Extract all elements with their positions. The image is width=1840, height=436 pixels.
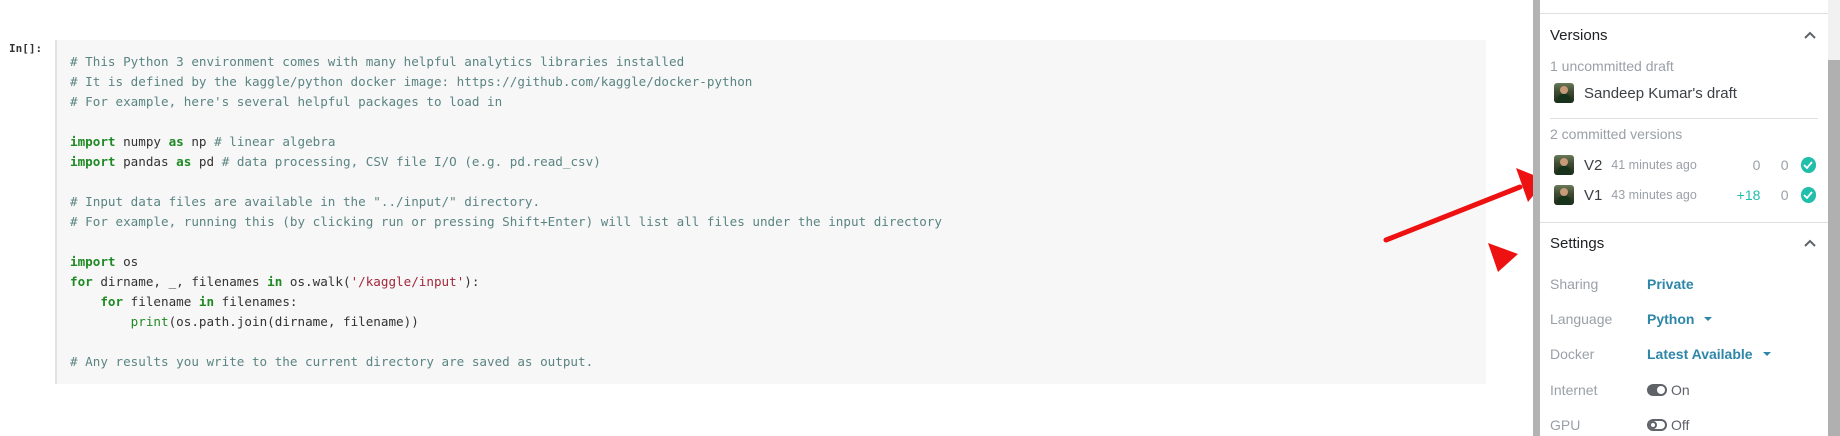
setting-label: Sharing bbox=[1550, 276, 1599, 292]
code-line: # This Python 3 environment comes with m… bbox=[70, 54, 685, 69]
avatar bbox=[1554, 185, 1574, 205]
setting-label: Internet bbox=[1550, 382, 1598, 398]
version-name: V2 bbox=[1584, 156, 1603, 174]
version-lines-added: +18 bbox=[1736, 187, 1761, 203]
settings-header[interactable]: Settings bbox=[1550, 231, 1818, 255]
draft-name: Sandeep Kumar's draft bbox=[1584, 84, 1737, 102]
committed-label: 2 committed versions bbox=[1550, 126, 1683, 142]
draft-item[interactable]: Sandeep Kumar's draft bbox=[1554, 83, 1737, 103]
uncommitted-label: 1 uncommitted draft bbox=[1550, 58, 1674, 74]
code-line: # For example, running this (by clicking… bbox=[70, 214, 942, 229]
setting-sharing: Sharing Private bbox=[1550, 273, 1818, 295]
setting-docker: Docker Latest Available bbox=[1550, 343, 1818, 365]
code-line: for filename in filenames: bbox=[100, 294, 298, 309]
code-line bbox=[70, 232, 942, 252]
chevron-up-icon[interactable] bbox=[1802, 235, 1818, 251]
version-row-v1[interactable]: V1 43 minutes ago +18 0 bbox=[1554, 184, 1816, 206]
version-lines-removed: 0 bbox=[1780, 187, 1789, 203]
code-line: import pandas as pd # data processing, C… bbox=[70, 154, 601, 169]
internet-value: On bbox=[1671, 382, 1690, 398]
settings-title: Settings bbox=[1550, 234, 1605, 252]
scrollbar-thumb[interactable] bbox=[1828, 60, 1840, 436]
avatar bbox=[1554, 83, 1574, 103]
section-divider bbox=[1540, 222, 1828, 223]
avatar bbox=[1554, 155, 1574, 175]
code-cell[interactable]: # This Python 3 environment comes with m… bbox=[55, 40, 1486, 384]
version-name: V1 bbox=[1584, 186, 1603, 204]
code-line: # Input data files are available in the … bbox=[70, 194, 541, 209]
language-value: Python bbox=[1647, 311, 1695, 327]
language-dropdown[interactable]: Python bbox=[1647, 311, 1713, 327]
gpu-value: Off bbox=[1671, 417, 1690, 433]
sharing-link[interactable]: Private bbox=[1647, 276, 1694, 292]
docker-dropdown[interactable]: Latest Available bbox=[1647, 346, 1771, 362]
code-editor[interactable]: # This Python 3 environment comes with m… bbox=[70, 52, 942, 372]
setting-label: Language bbox=[1550, 311, 1613, 327]
code-line: import numpy as np # linear algebra bbox=[70, 134, 336, 149]
code-line: print(os.path.join(dirname, filename)) bbox=[130, 314, 419, 329]
versions-divider bbox=[1550, 118, 1818, 119]
version-time: 43 minutes ago bbox=[1611, 188, 1697, 202]
check-circle-icon bbox=[1800, 187, 1816, 203]
setting-label: GPU bbox=[1550, 417, 1581, 433]
setting-internet: Internet On bbox=[1550, 379, 1818, 401]
code-line bbox=[70, 332, 942, 352]
versions-title: Versions bbox=[1550, 26, 1608, 44]
version-row-v2[interactable]: V2 41 minutes ago 0 0 bbox=[1554, 154, 1816, 176]
docker-value: Latest Available bbox=[1647, 346, 1753, 362]
setting-label: Docker bbox=[1550, 346, 1595, 362]
check-circle-icon bbox=[1800, 157, 1816, 173]
versions-header[interactable]: Versions bbox=[1550, 23, 1818, 47]
cell-prompt: In[]: bbox=[9, 42, 43, 55]
panel-scrollbar[interactable] bbox=[1828, 0, 1840, 436]
internet-toggle[interactable]: On bbox=[1647, 382, 1690, 398]
caret-down-icon bbox=[1762, 352, 1771, 356]
setting-language: Language Python bbox=[1550, 308, 1818, 330]
setting-gpu: GPU Off bbox=[1550, 414, 1818, 436]
code-line: # It is defined by the kaggle/python doc… bbox=[70, 74, 753, 89]
toggle-off-icon bbox=[1647, 419, 1667, 431]
section-divider bbox=[1540, 13, 1828, 14]
version-lines-removed: 0 bbox=[1780, 157, 1789, 173]
notebook-area: In[]: # This Python 3 environment comes … bbox=[9, 40, 1486, 384]
code-line: # Any results you write to the current d… bbox=[70, 354, 594, 369]
side-panel: Versions 1 uncommitted draft Sandeep Kum… bbox=[1540, 0, 1828, 436]
chevron-up-icon[interactable] bbox=[1802, 27, 1818, 43]
gpu-toggle[interactable]: Off bbox=[1647, 417, 1689, 433]
code-line: # For example, here's several helpful pa… bbox=[70, 94, 503, 109]
code-line bbox=[70, 172, 942, 192]
version-time: 41 minutes ago bbox=[1611, 158, 1697, 172]
version-lines-added: 0 bbox=[1752, 157, 1761, 173]
code-line bbox=[70, 112, 942, 132]
toggle-on-icon bbox=[1647, 384, 1667, 396]
panel-resize-handle[interactable] bbox=[1533, 0, 1540, 436]
code-line: import os bbox=[70, 254, 139, 269]
code-line: for dirname, _, filenames in os.walk('/k… bbox=[70, 274, 480, 289]
caret-down-icon bbox=[1704, 317, 1713, 321]
